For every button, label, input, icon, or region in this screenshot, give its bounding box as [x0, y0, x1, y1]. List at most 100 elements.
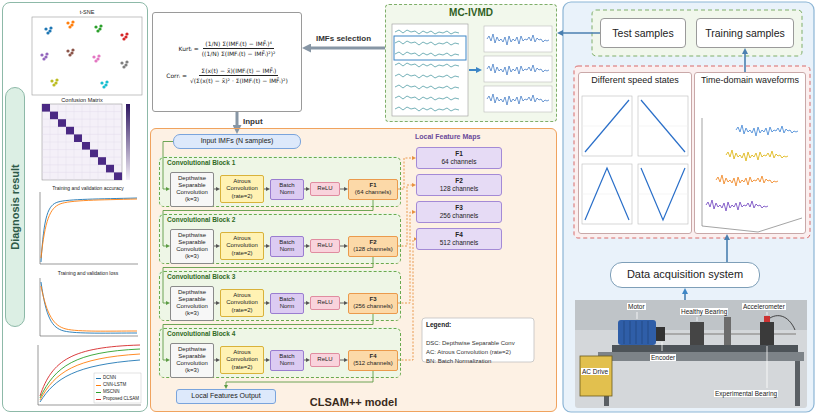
connector — [340, 246, 344, 247]
speed-plots — [641, 168, 685, 220]
node-text: Atrous Convolution (rate=2) — [223, 349, 261, 371]
feature-map-box: F164 channels — [416, 147, 502, 169]
loss-plot — [41, 286, 137, 331]
feature-box: F4(512 channels) — [348, 350, 398, 371]
part-label: Encoder — [650, 354, 676, 361]
node-text: Training samples — [705, 27, 785, 40]
feature-map-box: F4512 channels — [416, 228, 502, 250]
result-panel: Diagnosis result — [2, 2, 148, 412]
legend-text: AC: Atrous Convolution (rate=2) — [426, 349, 511, 356]
node-text: Batch Norm — [273, 296, 301, 310]
panel-fill — [158, 327, 400, 377]
comparison-plot — [40, 360, 140, 402]
formula-box: Kurtᵢ =(1/N) Σ(IMFᵢ(t) − IMF̄ᵢ)⁴((1/N) Σ… — [152, 12, 302, 112]
connector — [563, 32, 600, 34]
samples-group — [592, 10, 802, 56]
loss-plot — [40, 278, 138, 336]
label-anchor: Local Feature Maps — [415, 133, 480, 141]
dsc-box: Depthwise Separable Convolution (k=3) — [170, 286, 214, 321]
comparison-plot — [38, 345, 141, 405]
loss-plot — [40, 278, 138, 336]
node-text: Depthwise Separable Convolution (k=3) — [173, 346, 211, 375]
bn-box: Batch Norm — [270, 293, 304, 314]
panel-fill — [158, 156, 400, 206]
bn-box: Batch Norm — [270, 236, 304, 257]
node-text: ReLU — [317, 242, 332, 249]
test-rig-photo — [795, 361, 800, 406]
node-text: (128 channels) — [353, 246, 393, 253]
tsne-scatter — [66, 48, 74, 56]
confusion-matrix — [90, 150, 98, 158]
edge-label: IMFs selection — [316, 35, 371, 44]
node-text: 256 channels — [440, 212, 479, 220]
feature-box: F2(128 channels) — [348, 236, 398, 257]
connector — [340, 360, 344, 361]
formula-lhs: Corrᵢ = — [166, 72, 187, 79]
waveform-plot — [736, 125, 798, 136]
confusion-matrix — [98, 157, 106, 165]
confusion-matrix — [74, 134, 82, 142]
tsne-scatter — [40, 52, 48, 60]
formula-row: Corrᵢ =Σ(x(t) − x̄)(IMFᵢ(t) − IMF̄ᵢ)√(Σ(… — [166, 67, 287, 84]
legend-text: BN: Batch Normalization — [426, 358, 491, 365]
connector — [726, 240, 728, 262]
legend-box — [422, 318, 534, 362]
series-name: Proposed CLSAM — [103, 397, 139, 402]
tsne-scatter — [66, 20, 74, 28]
waveform-plot — [706, 200, 768, 211]
block-title: Convolutional Block 1 — [167, 159, 235, 167]
block-title: Convolutional Block 2 — [167, 216, 235, 224]
node-text: Atrous Convolution (rate=2) — [223, 292, 261, 314]
label-anchor: MSCNN — [103, 390, 120, 395]
relu-box: ReLU — [310, 353, 340, 367]
confusion-matrix — [82, 142, 90, 150]
ivmd-plots — [487, 94, 549, 105]
ivmd-plots — [392, 24, 552, 116]
atrous-box: Atrous Convolution (rate=2) — [220, 346, 264, 374]
node-text: (256 channels) — [353, 303, 393, 310]
test-rig-photo — [624, 321, 648, 344]
tsne-scatter — [100, 80, 108, 88]
loss-plot — [41, 282, 137, 333]
node-text: F2 — [455, 177, 463, 185]
legend-heading: Legend: — [426, 321, 451, 328]
ivmd-panel: MC-IVMD — [385, 4, 557, 122]
waveform-plot — [716, 175, 778, 186]
speed-plots — [641, 100, 685, 152]
tsne-scatter — [92, 54, 100, 62]
label-anchor: CNN-LSTM — [103, 383, 126, 388]
formula-lhs: Kurtᵢ = — [179, 45, 199, 52]
formula-denominator: ((1/N) Σ(IMFᵢ(t) − IMF̄ᵢ)²)² — [202, 49, 276, 57]
edge-label: Input — [243, 118, 263, 127]
part-label: Accelerometer — [742, 303, 786, 310]
test-rig-photo — [612, 345, 798, 352]
feature-map-box: F3256 channels — [416, 201, 502, 223]
part-label: Experimental Bearing — [714, 390, 778, 397]
label-anchor: Proposed CLSAM — [103, 397, 139, 402]
ivmd-plots — [395, 74, 459, 78]
chart-title: t-SNE — [80, 9, 95, 15]
confusion-matrix — [42, 104, 122, 180]
label-anchor: Training and validation accuracy — [52, 186, 124, 192]
comparison-plot — [94, 373, 141, 403]
part-label: Healthy Bearing — [680, 308, 728, 315]
node-text: Depthwise Separable Convolution (k=3) — [173, 289, 211, 318]
panel-fill — [150, 128, 557, 412]
bn-box: Batch Norm — [270, 179, 304, 200]
test-rig-photo — [618, 320, 656, 345]
legend-box — [422, 318, 534, 362]
legend-text: DSC: Depthwise Separable Conv — [426, 340, 515, 347]
feature-map-box: F2128 channels — [416, 174, 502, 196]
label-anchor: Encoder — [650, 354, 676, 361]
accuracy-plot — [40, 192, 138, 264]
connector — [236, 112, 239, 125]
connector — [304, 303, 306, 304]
connector — [264, 303, 266, 304]
tsne-scatter — [94, 24, 102, 32]
comparison-plot — [96, 392, 101, 393]
node-text: F4 — [455, 231, 463, 239]
output-box: Local Features Output — [176, 389, 276, 404]
part-label: AC Drive — [581, 368, 609, 375]
ivmd-plots — [395, 41, 459, 45]
input-box: Input IMFs (N samples) — [173, 134, 301, 149]
